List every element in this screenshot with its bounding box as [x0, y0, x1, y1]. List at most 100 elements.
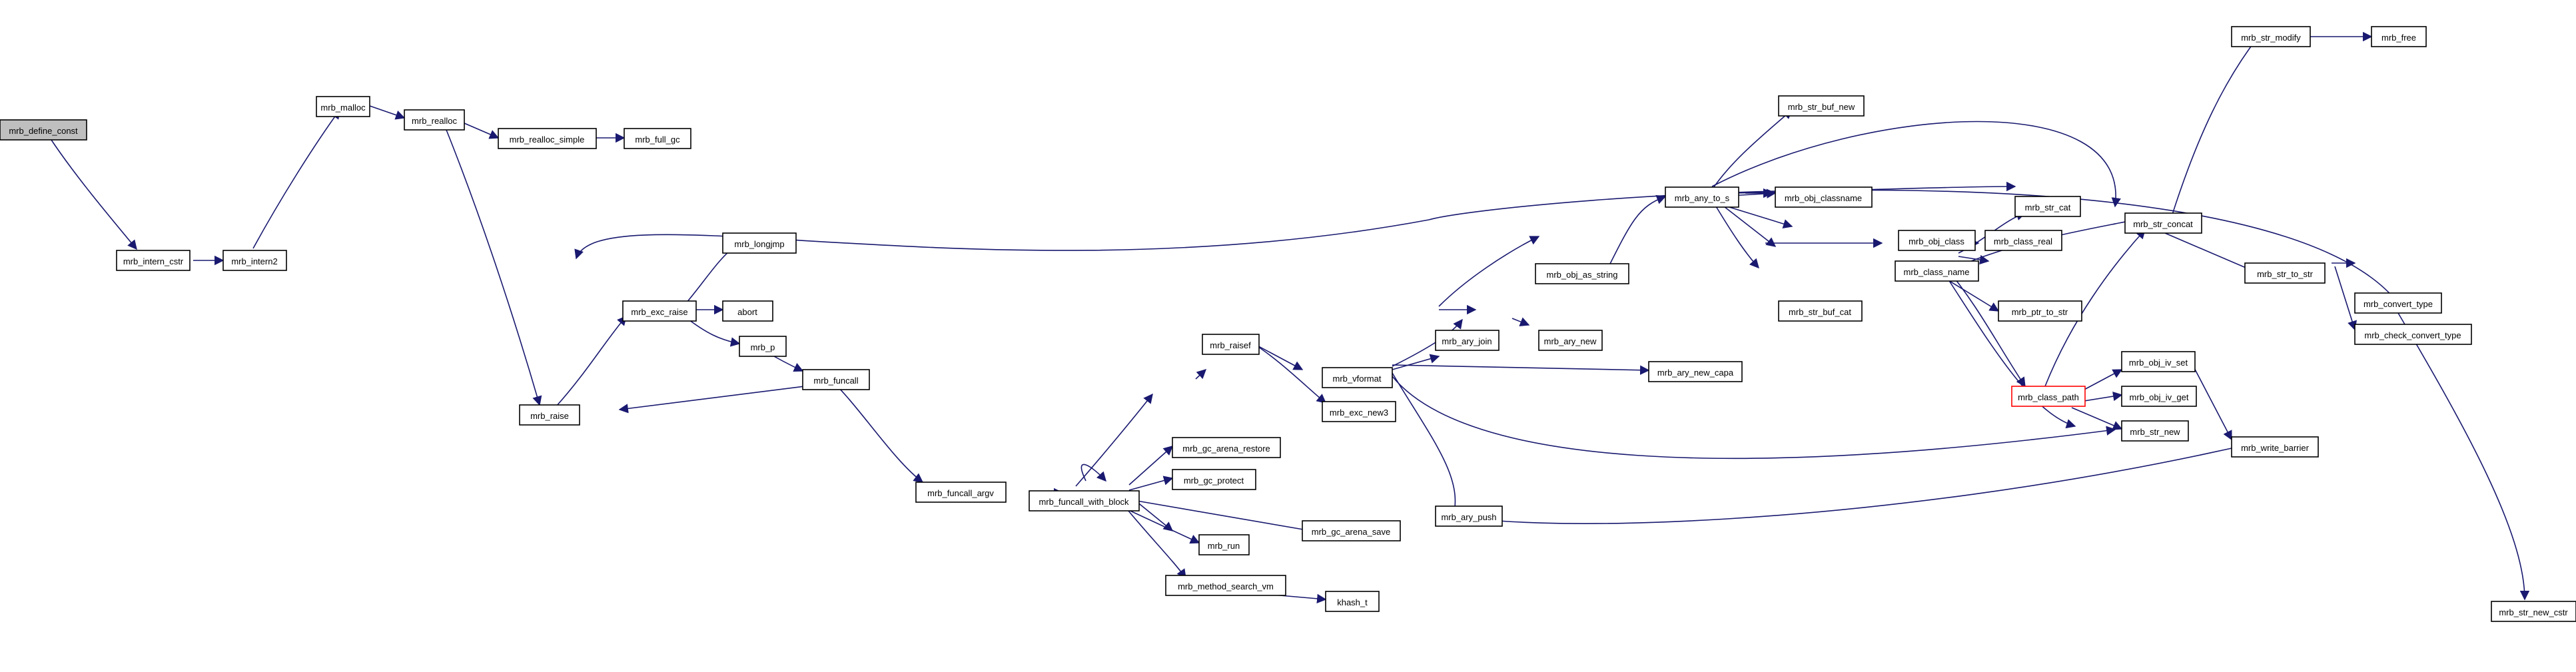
edge — [1944, 278, 2000, 312]
edge — [556, 315, 627, 407]
node-mrb-str-buf-new[interactable]: mrb_str_buf_new — [1778, 95, 1865, 117]
svg-text:mrb_method_search_vm: mrb_method_search_vm — [1178, 581, 1274, 591]
edge — [1128, 499, 1312, 534]
node-mrb-gc-protect[interactable]: mrb_gc_protect — [1172, 469, 1256, 490]
node-mrb-ary-join[interactable]: mrb_ary_join — [1435, 330, 1500, 351]
edge — [1392, 376, 2116, 460]
node-mrb-str-new-cstr[interactable]: mrb_str_new_cstr — [2491, 601, 2576, 622]
node-mrb-funcall-argv[interactable]: mrb_funcall_argv — [915, 482, 1007, 503]
node-mrb-intern2[interactable]: mrb_intern2 — [222, 250, 287, 271]
node-mrb-str-concat[interactable]: mrb_str_concat — [2124, 212, 2202, 234]
node-mrb-funcall[interactable]: mrb_funcall — [802, 369, 870, 390]
svg-text:mrb_ary_new: mrb_ary_new — [1544, 336, 1597, 346]
node-mrb-ary-new-capa[interactable]: mrb_ary_new_capa — [1648, 361, 1743, 382]
edge — [2191, 362, 2232, 441]
node-mrb-free[interactable]: mrb_free — [2371, 26, 2427, 47]
node-mrb-malloc[interactable]: mrb_malloc — [316, 96, 370, 117]
svg-text:mrb_gc_arena_save: mrb_gc_arena_save — [1312, 527, 1391, 537]
node-mrb-raise[interactable]: mrb_raise — [519, 404, 580, 426]
svg-text:mrb_intern_cstr: mrb_intern_cstr — [123, 256, 184, 266]
edge — [2071, 407, 2123, 430]
node-mrb-full-gc[interactable]: mrb_full_gc — [624, 128, 691, 149]
edge — [1080, 464, 1106, 482]
node-mrb-raisef[interactable]: mrb_raisef — [1202, 334, 1260, 355]
node-mrb-class-path[interactable]: mrb_class_path — [2011, 386, 2086, 407]
svg-text:mrb_str_buf_new: mrb_str_buf_new — [1788, 102, 1855, 112]
node-mrb-str-new[interactable]: mrb_str_new — [2121, 420, 2189, 442]
svg-text:mrb_raisef: mrb_raisef — [1210, 340, 1251, 350]
node-khash-t[interactable]: khash_t — [1325, 591, 1380, 612]
svg-text:mrb_longjmp: mrb_longjmp — [734, 239, 784, 249]
edge — [2397, 312, 2530, 601]
node-mrb-realloc-simple[interactable]: mrb_realloc_simple — [498, 128, 597, 149]
node-mrb-ary-new[interactable]: mrb_ary_new — [1538, 330, 1603, 351]
node-mrb-intern-cstr[interactable]: mrb_intern_cstr — [116, 250, 191, 271]
node-mrb-gc-arena-restore[interactable]: mrb_gc_arena_restore — [1172, 437, 1281, 458]
edge — [49, 137, 137, 250]
node-mrb-convert-type[interactable]: mrb_convert_type — [2354, 292, 2442, 314]
node-mrb-str-cat[interactable]: mrb_str_cat — [2014, 196, 2081, 217]
edge — [1252, 342, 1304, 370]
node-mrb-method-search-vm[interactable]: mrb_method_search_vm — [1165, 575, 1286, 596]
node-mrb-exc-raise[interactable]: mrb_exc_raise — [622, 300, 697, 322]
svg-text:mrb_write_barrier: mrb_write_barrier — [2241, 443, 2310, 453]
node-mrb-realloc[interactable]: mrb_realloc — [404, 109, 465, 131]
node-mrb-obj-classname[interactable]: mrb_obj_classname — [1775, 186, 1873, 208]
svg-text:mrb_intern2: mrb_intern2 — [231, 256, 277, 266]
svg-text:mrb_class_name: mrb_class_name — [1904, 267, 1970, 277]
svg-text:mrb_funcall_with_block: mrb_funcall_with_block — [1039, 497, 1129, 507]
node-mrb-obj-iv-set[interactable]: mrb_obj_iv_set — [2121, 351, 2196, 372]
node-mrb-any-to-s[interactable]: mrb_any_to_s — [1665, 186, 1739, 208]
node-mrb-exc-new3[interactable]: mrb_exc_new3 — [1322, 401, 1396, 422]
svg-text:mrb_funcall: mrb_funcall — [813, 376, 858, 386]
node-mrb-funcall-with-block[interactable]: mrb_funcall_with_block — [1029, 490, 1140, 511]
svg-text:mrb_obj_iv_set: mrb_obj_iv_set — [2129, 358, 2188, 368]
edge — [1711, 199, 1759, 269]
node-mrb-longjmp[interactable]: mrb_longjmp — [722, 232, 797, 254]
edge — [685, 317, 741, 347]
call-edges — [49, 31, 2530, 604]
svg-text:mrb_class_path: mrb_class_path — [2018, 392, 2079, 402]
node-mrb-p[interactable]: mrb_p — [739, 336, 787, 357]
node-mrb-ptr-to-str[interactable]: mrb_ptr_to_str — [1998, 300, 2082, 322]
svg-text:mrb_vformat: mrb_vformat — [1333, 374, 1382, 384]
svg-text:mrb_str_concat: mrb_str_concat — [2133, 219, 2193, 229]
edge — [574, 189, 2399, 304]
svg-text:mrb_str_to_str: mrb_str_to_str — [2257, 269, 2313, 279]
svg-text:mrb_raise: mrb_raise — [530, 411, 569, 421]
svg-text:mrb_check_convert_type: mrb_check_convert_type — [2364, 330, 2461, 340]
svg-text:mrb_gc_arena_restore: mrb_gc_arena_restore — [1182, 444, 1270, 454]
edge — [2044, 228, 2146, 387]
node-mrb-write-barrier[interactable]: mrb_write_barrier — [2231, 436, 2319, 458]
node-mrb-obj-class[interactable]: mrb_obj_class — [1898, 230, 1976, 251]
svg-text:mrb_realloc: mrb_realloc — [412, 116, 457, 126]
node-mrb-str-to-str[interactable]: mrb_str_to_str — [2244, 262, 2326, 284]
node-mrb-ary-push[interactable]: mrb_ary_push — [1435, 505, 1503, 527]
svg-text:mrb_str_new: mrb_str_new — [2130, 427, 2180, 437]
node-mrb-class-name[interactable]: mrb_class_name — [1895, 260, 1979, 282]
node-mrb-check-convert-type[interactable]: mrb_check_convert_type — [2354, 324, 2472, 345]
svg-text:mrb_malloc: mrb_malloc — [320, 103, 366, 113]
edge — [1711, 109, 1793, 190]
edge — [1958, 254, 1990, 265]
edge — [1948, 279, 2076, 429]
edge — [1195, 369, 1207, 380]
node-mrb-vformat[interactable]: mrb_vformat — [1322, 367, 1393, 388]
node-abort[interactable]: abort — [722, 300, 773, 322]
node-mrb-obj-as-string[interactable]: mrb_obj_as_string — [1535, 263, 1629, 284]
node-mrb-str-buf-cat[interactable]: mrb_str_buf_cat — [1778, 300, 1863, 322]
node-mrb-define-const[interactable]: mrb_define_const — [0, 119, 87, 141]
edge — [2164, 232, 2260, 274]
node-mrb-gc-arena-save[interactable]: mrb_gc_arena_save — [1302, 520, 1401, 541]
edge — [2171, 35, 2259, 217]
node-mrb-class-real[interactable]: mrb_class_real — [1984, 230, 2062, 251]
node-mrb-str-modify[interactable]: mrb_str_modify — [2231, 26, 2311, 47]
edge — [1392, 354, 1440, 370]
edge — [464, 123, 500, 139]
edge — [252, 109, 340, 249]
node-mrb-run[interactable]: mrb_run — [1198, 534, 1250, 555]
svg-text:mrb_str_cat: mrb_str_cat — [2025, 202, 2071, 212]
node-mrb-obj-iv-get[interactable]: mrb_obj_iv_get — [2121, 386, 2197, 407]
svg-text:mrb_p: mrb_p — [751, 342, 775, 352]
